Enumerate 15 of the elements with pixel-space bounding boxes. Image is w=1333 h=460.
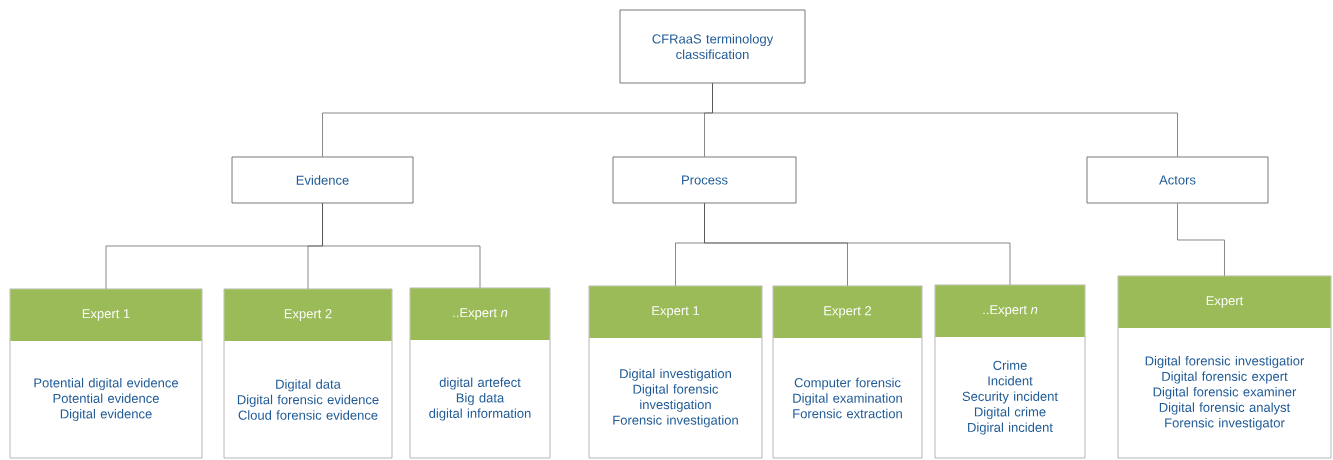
term-card: Expert 1 Digital investigation Digital forensic investigation Forensic investigation — [588, 285, 763, 459]
category-box: Process — [612, 156, 797, 204]
term-card: Expert 2 Digital data Digital forensic evidence Cloud forensic evidence — [223, 288, 393, 459]
term-card: Expert Digital forensic investigatior Digital forensic expert Digital forensic examiner Digital forensic analyst Forensic investigator — [1117, 275, 1332, 459]
connector-line — [704, 203, 1011, 286]
connector-line — [1177, 203, 1225, 277]
term-card: ..Expert n Crime Incident Security incident Digital crime Digiral incident — [934, 284, 1086, 459]
category-box: Evidence — [231, 156, 414, 204]
term-card: ..Expert n digital artefect Big data digital information — [409, 287, 551, 459]
connector-line — [322, 203, 481, 289]
term-card: Expert 2 Computer forensic Digital examination Forensic extraction — [772, 285, 923, 459]
connector-line — [712, 83, 1178, 157]
term-card: Expert 1 Potential digital evidence Potential evidence Digital evidence — [9, 288, 203, 459]
category-box: CFRaaS terminology classification — [619, 9, 806, 84]
category-box: Actors — [1086, 156, 1269, 204]
